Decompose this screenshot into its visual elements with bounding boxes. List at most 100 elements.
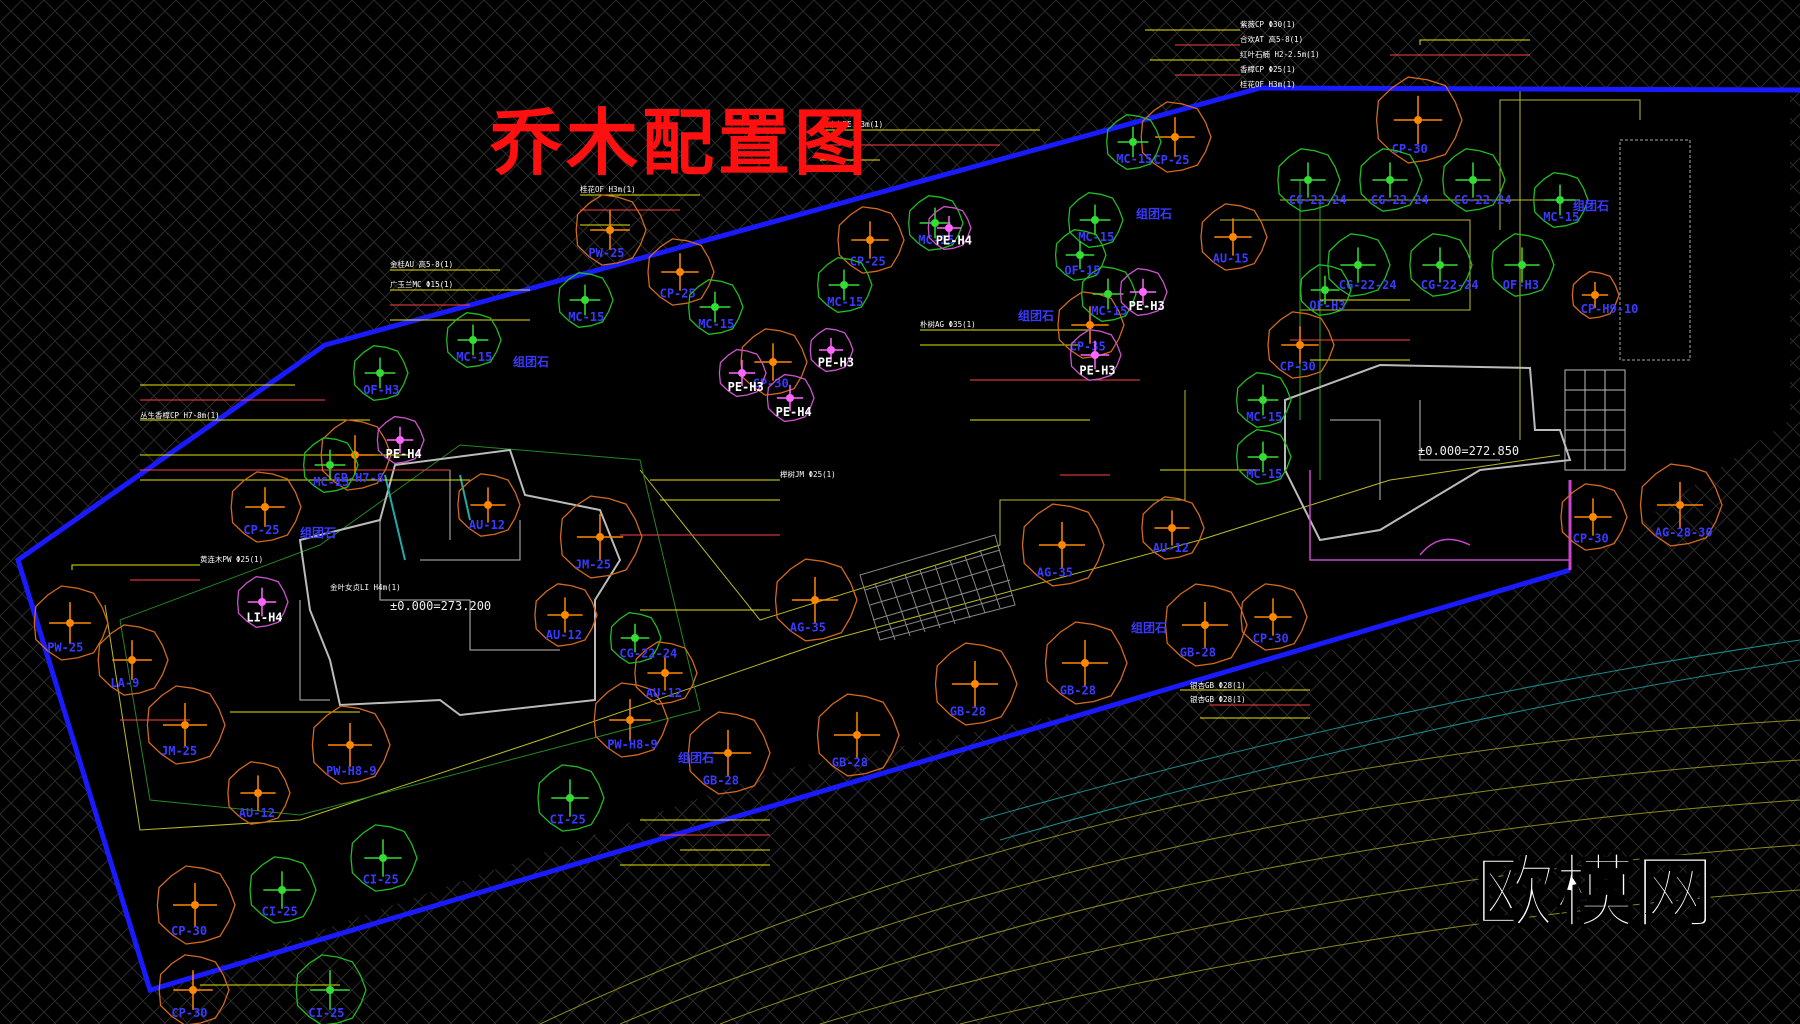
- annotation-label: 金叶女贞LI H4m(1): [330, 582, 401, 592]
- tree-center: [1086, 321, 1094, 329]
- stone-group-label: 组团石: [1136, 206, 1172, 221]
- tree-canopy: [446, 312, 502, 368]
- tree-canopy: [1236, 429, 1292, 485]
- tree-canopy: [934, 642, 1018, 726]
- tree-au-12: AU-12: [457, 473, 521, 537]
- tree-center: [1081, 659, 1089, 667]
- tree-gb-28: GB-28: [687, 711, 771, 795]
- tree-gb-28: GB-28: [1044, 621, 1128, 705]
- tree-canopy: [97, 624, 169, 696]
- tree-cg-22-24: CG-22-24: [609, 612, 677, 664]
- tree-mc-15: MC-15: [688, 279, 744, 335]
- tree-canopy: [609, 612, 662, 664]
- tree-code-label: PW-H8-9: [607, 738, 658, 752]
- tree-au-12: AU-12: [534, 583, 598, 647]
- tree-canopy: [817, 257, 873, 313]
- tree-mc-15: MC-15: [303, 437, 359, 493]
- annotation-label: 朴树AG Φ35(1): [920, 319, 976, 329]
- tree-code-label: MC-15: [1091, 304, 1127, 318]
- tree-canopy: [1267, 311, 1335, 379]
- building-right: [1284, 363, 1626, 542]
- tree-canopy: [1054, 229, 1107, 281]
- tree-pe-h4: PE-H4: [927, 205, 972, 251]
- tree-canopy: [376, 415, 425, 465]
- tree-canopy: [1571, 270, 1620, 320]
- tree-center: [189, 986, 197, 994]
- tree-center: [945, 224, 953, 232]
- tree-code-label: AU-12: [546, 628, 582, 642]
- tree-center: [971, 680, 979, 688]
- tree-code-label: GB-28: [950, 705, 986, 719]
- tree-center: [1469, 176, 1477, 184]
- tree-canopy: [457, 473, 521, 537]
- tree-canopy: [1200, 203, 1268, 271]
- elevation-right: ±0.000=272.850: [1418, 444, 1519, 458]
- tree-cp-h9-10: CP-H9-10: [1571, 270, 1638, 320]
- tree-code-label: AG-35: [790, 621, 826, 635]
- tree-cp-30: CP-30: [156, 865, 236, 945]
- tree-canopy: [687, 711, 771, 795]
- tree-center: [566, 794, 574, 802]
- tree-cp-30: CP-30: [1267, 311, 1335, 379]
- tree-pw-25: PW-25: [33, 585, 109, 661]
- tree-canopy: [718, 348, 767, 398]
- tree-center: [66, 619, 74, 627]
- tree-center: [191, 901, 199, 909]
- tree-center: [1139, 288, 1147, 296]
- tree-code-label: MC-15: [1116, 152, 1152, 166]
- stone-group-label: 组团石: [1131, 620, 1167, 635]
- tree-center: [738, 369, 746, 377]
- tree-canopy: [1069, 329, 1122, 381]
- tree-canopy: [1119, 267, 1168, 317]
- tree-mc-15: MC-15: [1236, 429, 1292, 485]
- tree-canopy: [320, 419, 392, 491]
- tree-code-label: CI-25: [308, 1006, 344, 1020]
- tree-canopy: [227, 761, 291, 825]
- elevation-left: ±0.000=273.200: [390, 599, 491, 613]
- tree-canopy: [634, 641, 698, 705]
- tree-of-h3: OF-H3: [353, 345, 409, 401]
- tree-cp-25: CP-25: [230, 471, 302, 543]
- tree-code-label: GB-28: [703, 774, 739, 788]
- tree-code-label: GB-28: [1060, 684, 1096, 698]
- tree-canopy: [534, 583, 598, 647]
- tree-center: [278, 886, 286, 894]
- tree-cp-30: CP-30: [1240, 583, 1308, 651]
- tree-code-label: CP-35: [1070, 340, 1106, 354]
- tree-center: [931, 219, 939, 227]
- tree-center: [376, 369, 384, 377]
- tree-canopy: [816, 693, 900, 777]
- tree-canopy: [1375, 76, 1463, 164]
- tree-pe-h3: PE-H3: [718, 348, 767, 398]
- tree-mc-15: MC-15: [1068, 192, 1124, 248]
- tree-pe-h3: PE-H3: [1119, 267, 1168, 317]
- tree-la-9: LA-9: [97, 624, 169, 696]
- tree-canopy: [295, 954, 367, 1024]
- building-left-walls: [384, 474, 471, 561]
- tree-center: [1354, 261, 1362, 269]
- tree-center: [346, 741, 354, 749]
- stone-group-label: 组团石: [300, 525, 336, 540]
- tree-canopy: [558, 272, 614, 328]
- tree-center: [261, 503, 269, 511]
- tree-center: [128, 656, 136, 664]
- tree-code-label: PE-H3: [1079, 364, 1115, 378]
- tree-code-label: CP-30: [753, 377, 789, 391]
- tree-mc-15: MC-15: [1533, 172, 1589, 228]
- tree-center: [1436, 261, 1444, 269]
- tree-center: [1104, 290, 1112, 298]
- tree-code-label: PW-25: [47, 641, 83, 655]
- annotation-label: 紫叶李PE H3m(1): [820, 119, 883, 129]
- tree-mc-15: MC-15: [908, 195, 964, 251]
- tree-code-label: AU-12: [1153, 541, 1189, 555]
- tree-code-label: CG-22-24: [1371, 193, 1429, 207]
- tree-center: [1168, 524, 1176, 532]
- tree-code-label: MC-15: [1246, 467, 1282, 481]
- tree-cp-30: CP-30: [1560, 483, 1628, 551]
- tree-code-label: PE-H4: [936, 234, 972, 248]
- tree-code-label: CG-22-24: [1289, 193, 1347, 207]
- tree-center: [1676, 501, 1684, 509]
- tree-mc-15: MC-15: [1081, 266, 1137, 322]
- tree-mc-15: MC-15: [1106, 114, 1162, 170]
- tree-code-label: CP-30: [171, 1006, 207, 1020]
